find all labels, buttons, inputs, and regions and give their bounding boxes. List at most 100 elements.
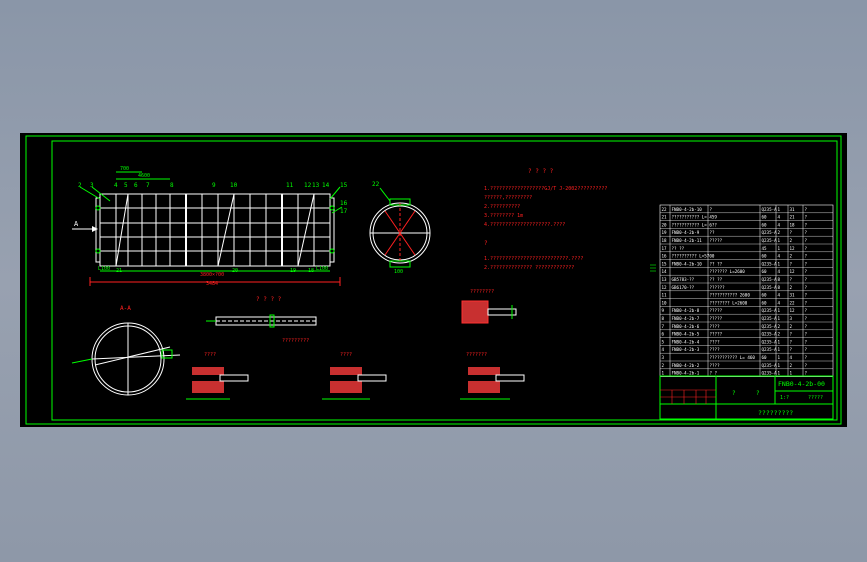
bom-cell: Q235-A (762, 207, 778, 212)
bom-cell: ? (710, 207, 713, 212)
bom-cell: FNB0-4-2b-5 (672, 332, 700, 337)
bom-cell: 9 (662, 308, 665, 313)
bom-cell: ? (805, 355, 808, 360)
notes: ? ? ? ? 1.??????????????????GJ/T J-2002?… (484, 168, 607, 271)
bom-cell: 31 (790, 207, 796, 212)
bom-cell: Q235-A (762, 316, 778, 321)
bom-cell: Q235-A (762, 261, 778, 266)
bom-cell: 12 (790, 269, 796, 274)
bom-cell: 10 (662, 300, 668, 305)
bom-cell: FNB0-4-2b-2 (672, 363, 700, 368)
bom-cell: ? (805, 269, 808, 274)
bom-cell: 6 (662, 332, 665, 337)
bom-cell: 16 (662, 254, 668, 259)
bom-cell: 21 (662, 215, 668, 220)
bom-cell: 1 (778, 347, 781, 352)
name-right: ? (756, 390, 760, 397)
bom-cell: 4 (778, 215, 781, 220)
bom-cell: 45 (762, 246, 768, 251)
bom-cell: 8 (778, 277, 781, 282)
bom-cell: Q235-A (762, 230, 778, 235)
bom-cell: Q235-A (762, 363, 778, 368)
bom-cell: ? (805, 300, 808, 305)
bom-cell: ? (805, 222, 808, 227)
bom-cell: ? (805, 293, 808, 298)
bom-cell: 19 (662, 230, 668, 235)
scale-label: 1:? (780, 395, 789, 401)
bom-cell: ? (805, 246, 808, 251)
section-aa: A-A (71, 305, 181, 396)
bom-cell: ?????????? L=5700 (672, 254, 715, 259)
plan-balloon: 20 (232, 268, 238, 274)
plan-balloon: 12 (304, 182, 312, 189)
bom-cell: 18 (662, 238, 668, 243)
bom-cell: 31 (790, 293, 796, 298)
bom-cell: Q235-A (762, 277, 778, 282)
bom-cell: FNB0-4-2b-8 (672, 308, 700, 313)
bom-cell: 12 (790, 246, 796, 251)
bom-cell: 8 (662, 316, 665, 321)
bom-cell: GB6170-?? (672, 285, 695, 290)
bom-cell: Q235-A (762, 347, 778, 352)
node1-title: ???? (204, 352, 216, 358)
bom-cell: FNB0-4-2b-6 (672, 324, 700, 329)
plan-balloon: 17 (340, 208, 348, 215)
bom-cell: 60 (762, 293, 768, 298)
bom-cell: 1 (778, 261, 781, 266)
node-detail-1: ???? (186, 352, 249, 400)
bom-cell: FNB0-4-2b-4 (672, 339, 700, 344)
node3-title: ??????? (466, 352, 487, 358)
bom-cell: ? (805, 207, 808, 212)
bom-cell: 60 (762, 222, 768, 227)
plan-balloon: 10 (230, 182, 238, 189)
bom-cell: ?? ?? (672, 246, 685, 251)
bom-cell: ? (805, 332, 808, 337)
beam-detail: ? ? ? ? ????????? (206, 296, 317, 344)
outer-frame (25, 135, 842, 425)
bom-cell: ????? (710, 316, 723, 321)
bom-cell: ??????????? L= 460 (710, 355, 756, 360)
bom-cell: 4 (778, 300, 781, 305)
bom-cell: 1 (778, 355, 781, 360)
plan-balloon: 15 (340, 182, 348, 189)
bom-cell: ? (805, 285, 808, 290)
inner-frame (51, 140, 838, 421)
plan-balloon: 14 (322, 182, 330, 189)
right-dim: L100 (316, 266, 328, 272)
bom-cell: ??????????? L= 6?? (672, 222, 718, 227)
overall-dim: 3484 (206, 281, 218, 287)
notes-title-2: ? (484, 240, 488, 247)
notes-line-1: 1.??????????????????GJ/T J-2002?????????… (484, 186, 607, 192)
bom-cell: ????? (710, 238, 723, 243)
bom-cell: FNB0-4-2b-1 (672, 371, 700, 376)
notes-line-4: 3.???????? 1m (484, 213, 523, 219)
name-left: ? (732, 390, 736, 397)
bom-cell: Q235-A (762, 308, 778, 313)
bom-cell: ? (805, 347, 808, 352)
bom-cell: ? (805, 230, 808, 235)
bom-cell: 13 (662, 277, 668, 282)
plan-balloon: 19 (290, 268, 296, 274)
bom-cell: 22 (662, 207, 668, 212)
bom-cell: 2 (790, 254, 793, 259)
bom-cell: 4 (790, 355, 793, 360)
title-block: FNB0-4-2b-00 1:? ????? ? ? ????????? (659, 375, 834, 420)
bom-cell: ? (805, 371, 808, 376)
bom-cell: ? (805, 324, 808, 329)
bom-cell: 4 (778, 293, 781, 298)
bom-cell: ? (805, 215, 808, 220)
bom-cell: ? (790, 332, 793, 337)
circular-section: 22 100 (369, 181, 431, 275)
bom-cell: 1 (790, 371, 793, 376)
bom-cell: 2 (790, 363, 793, 368)
plan-balloon: 3 (90, 182, 94, 189)
bom-cell: ??????? L=2600 (710, 269, 746, 274)
bom-cell: Q235-A (762, 238, 778, 243)
plan-balloon: 8 (170, 182, 174, 189)
bom-cell: ? (790, 261, 793, 266)
plan-balloon: 16 (340, 200, 348, 207)
